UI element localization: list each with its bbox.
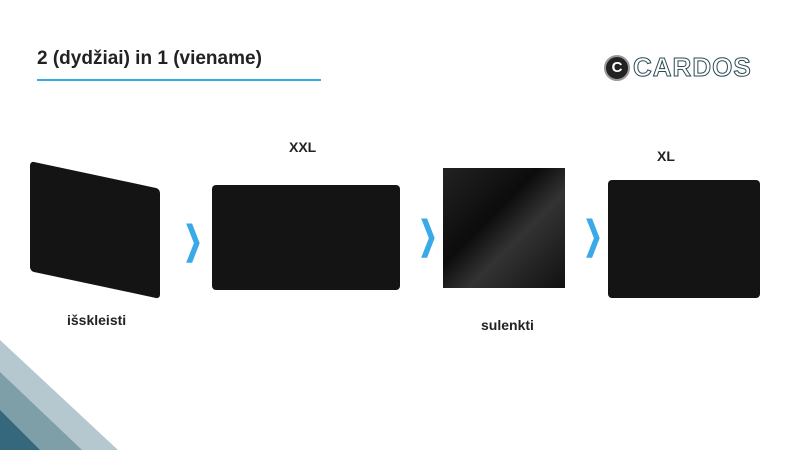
- label-fold: sulenkti: [481, 317, 534, 333]
- label-unfold: išskleisti: [67, 312, 127, 328]
- arrow-right-icon: ❯: [418, 215, 438, 257]
- logo-text: CARDOS: [633, 52, 752, 83]
- cardos-logo: C CARDOS: [604, 52, 752, 83]
- label-xl: XL: [657, 148, 675, 164]
- corner-decoration: [0, 340, 118, 450]
- folded-organizer-image: [30, 161, 160, 299]
- slide-title: 2 (dydžiai) in 1 (viename): [37, 48, 262, 69]
- arrow-right-icon: ❯: [583, 215, 603, 257]
- folding-interior-image: [443, 168, 565, 288]
- label-xxl: XXL: [289, 139, 317, 155]
- title-underline: [37, 79, 321, 81]
- xxl-organizer-image: [212, 185, 400, 290]
- arrow-right-icon: ❯: [183, 220, 203, 262]
- logo-mark-icon: C: [604, 54, 630, 81]
- xl-organizer-image: [608, 180, 760, 298]
